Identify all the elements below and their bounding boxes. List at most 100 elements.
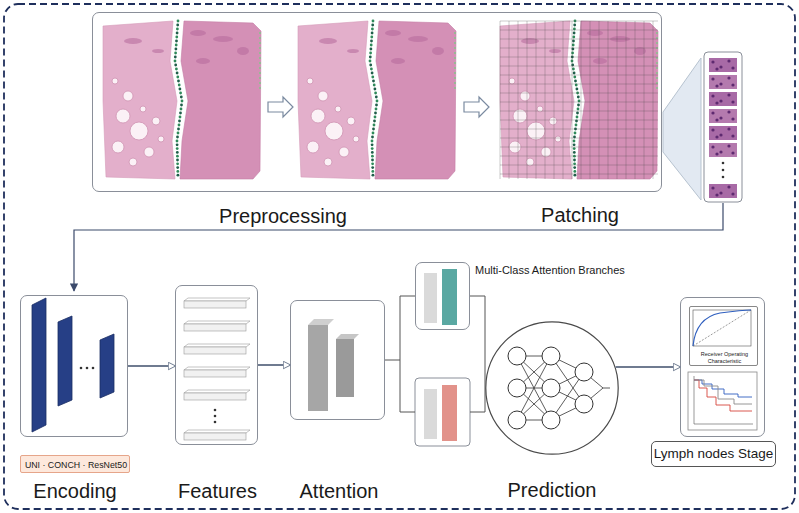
cell-dot	[731, 66, 734, 69]
annotation-dot	[175, 36, 178, 39]
annotation-dot	[259, 37, 261, 39]
grid-line	[500, 39, 658, 40]
grid-line	[545, 21, 546, 179]
cell-dot	[731, 151, 734, 154]
attention-layer	[308, 319, 334, 325]
annotation-dot	[374, 88, 377, 91]
branch-bar	[442, 269, 457, 325]
grid-line	[500, 30, 658, 31]
annotation-dot	[259, 67, 261, 69]
grid-line	[581, 21, 582, 179]
cell-dot	[715, 118, 718, 121]
cell-dot	[727, 127, 730, 130]
tissue-hole	[520, 91, 530, 101]
grid-line	[500, 156, 658, 157]
annotation-dot	[573, 24, 576, 27]
grid-line	[509, 21, 510, 179]
km-panel	[688, 372, 757, 430]
stain-spot	[319, 38, 337, 44]
annotation-dot	[259, 77, 261, 79]
tissue-hole	[318, 91, 328, 101]
tissue-hole	[325, 122, 343, 140]
nn-neuron	[575, 395, 593, 413]
stain-spot	[408, 36, 428, 42]
stage-box: Multi-Class Attention Branches	[415, 262, 470, 330]
cell-dot	[719, 150, 722, 153]
cell-dot	[727, 59, 730, 62]
flow-arrow	[258, 364, 290, 366]
nn-neuron	[508, 347, 526, 365]
cell-dot	[711, 60, 714, 63]
branch-box	[415, 378, 470, 446]
cell-dot	[731, 117, 734, 120]
tissue-patch	[709, 109, 737, 123]
annotation-dot	[179, 112, 182, 115]
annotation-dot	[176, 24, 179, 27]
tissue-hole	[129, 158, 137, 166]
cell-dot	[715, 193, 718, 196]
grid-line	[572, 21, 573, 179]
annotation-dot	[176, 147, 179, 150]
encoder-layer	[58, 316, 72, 406]
cell-dot	[711, 186, 714, 189]
annotation-dot	[454, 47, 456, 49]
nn-neuron	[542, 347, 560, 365]
annotation-dot	[370, 40, 373, 43]
tissue-hole	[130, 122, 148, 140]
encoder-layer	[32, 298, 46, 432]
annotation-dot	[656, 72, 658, 74]
annotation-dot	[577, 96, 580, 99]
annotation-dot	[573, 147, 576, 150]
annotation-dot	[175, 44, 178, 47]
annotation-dot	[656, 77, 658, 79]
feature-vector	[184, 433, 246, 440]
tissue-hole	[112, 141, 124, 153]
annotation-dot	[174, 64, 177, 67]
feature-top	[184, 344, 250, 347]
cell-dot	[727, 144, 730, 147]
annotation-dot	[259, 87, 261, 89]
annotation-dot	[176, 166, 179, 169]
annotation-dot	[371, 151, 374, 154]
annotation-dot	[454, 87, 456, 89]
annotation-dot	[573, 159, 576, 162]
flow-line	[74, 203, 723, 291]
annotation-dot	[370, 36, 373, 39]
annotation-dot	[179, 92, 182, 95]
km-curve	[694, 380, 752, 404]
nn-neuron	[542, 411, 560, 429]
stain-spot	[593, 58, 607, 64]
stain-spot	[347, 49, 359, 53]
grid-line	[500, 21, 658, 22]
flow-arrow	[128, 365, 175, 367]
group-box: Preprocessing	[92, 12, 662, 192]
feature-vector	[184, 301, 246, 308]
tissue-region	[180, 21, 261, 179]
km-curve	[694, 380, 752, 411]
ellipsis-dot	[214, 415, 217, 418]
attention-layer	[308, 325, 328, 411]
annotation-dot	[572, 40, 575, 43]
tissue-hole	[116, 109, 130, 123]
annotation-dot	[454, 62, 456, 64]
cell-dot	[715, 67, 718, 70]
cell-dot	[711, 145, 714, 148]
feature-vector	[184, 393, 246, 400]
feature-top	[184, 390, 250, 393]
nn-neuron	[508, 379, 526, 397]
branch-bar	[442, 385, 457, 441]
tissue-hole	[555, 136, 561, 142]
annotation-dot	[373, 124, 376, 127]
branch-wire	[385, 296, 415, 360]
node-label: Prediction	[492, 478, 612, 502]
nn-neuron	[542, 379, 560, 397]
cell-dot	[727, 76, 730, 79]
output-label: Lymph nodes Stage	[651, 441, 776, 467]
annotation-dot	[175, 68, 178, 71]
annotation-dot	[374, 92, 377, 95]
annotation-dot	[372, 128, 375, 131]
annotation-dot	[371, 159, 374, 162]
stain-spot	[587, 30, 603, 36]
